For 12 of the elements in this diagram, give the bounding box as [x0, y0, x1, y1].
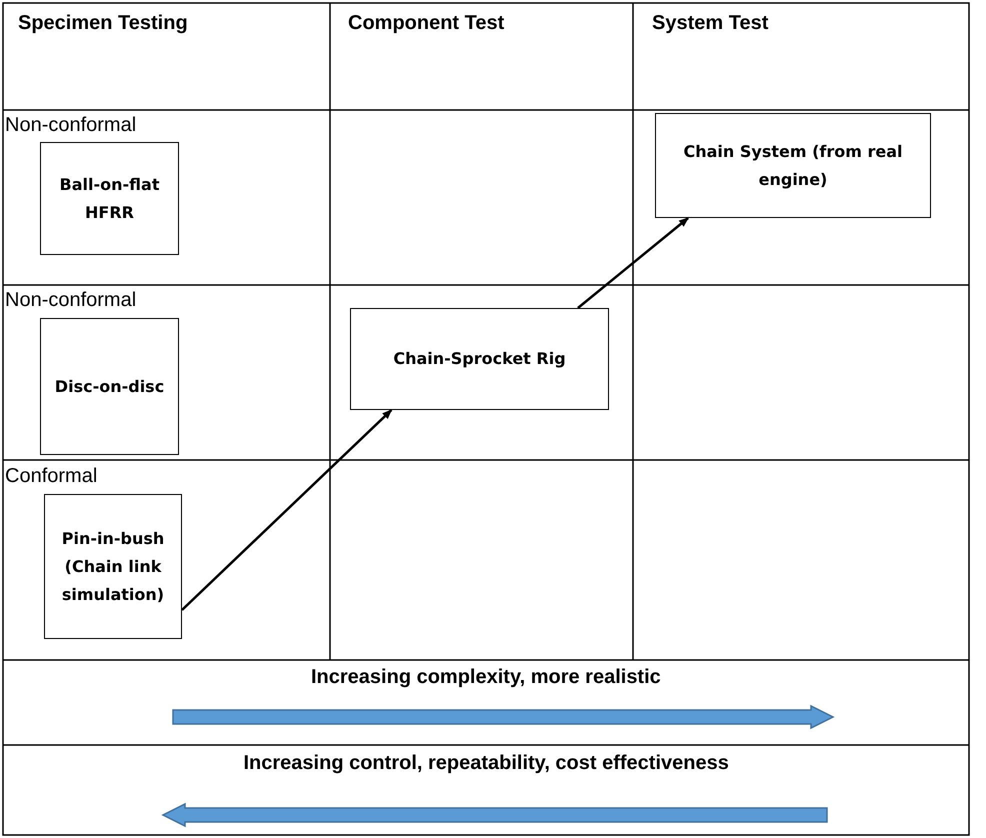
process-box: Pin-in-bush (Chain link simulation) [44, 494, 182, 639]
process-box: Disc-on-disc [40, 318, 179, 455]
process-box: Chain System (from real engine) [655, 113, 931, 218]
axis-caption: Increasing complexity, more realistic [311, 666, 661, 689]
process-box: Ball-on-flat HFRR [40, 142, 179, 255]
column-header: Component Test [348, 12, 504, 35]
axis-caption: Increasing control, repeatability, cost effectiveness [244, 752, 729, 775]
column-header: System Test [652, 12, 768, 35]
arrow [577, 217, 689, 309]
arrow [181, 409, 392, 611]
column-header: Specimen Testing [18, 12, 188, 35]
process-box: Chain-Sprocket Rig [350, 308, 609, 410]
